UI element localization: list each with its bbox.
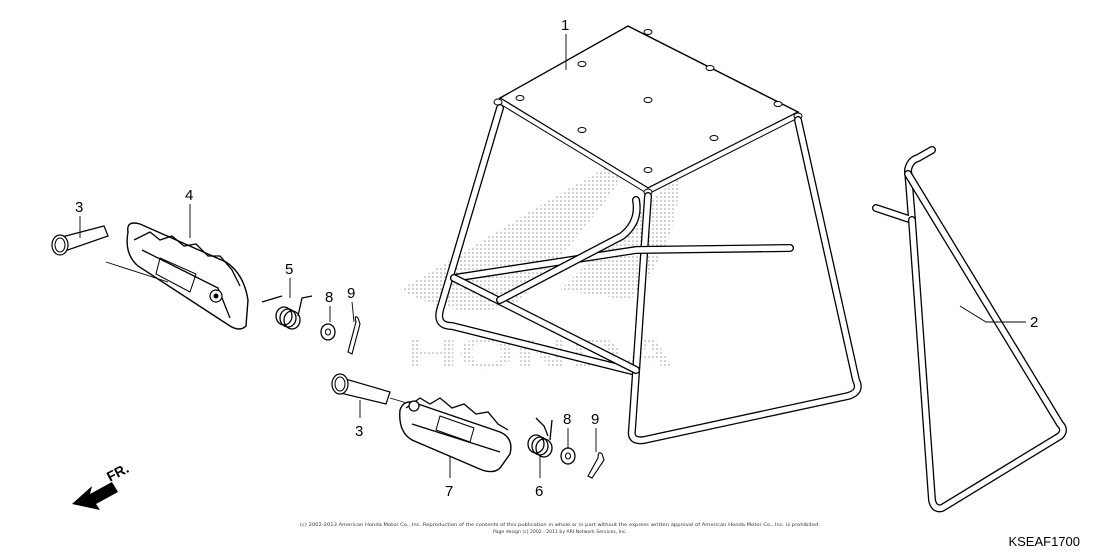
callout-9-upper: 9 — [347, 285, 355, 302]
front-arrow-icon — [72, 482, 118, 510]
stand-bolts — [493, 29, 803, 196]
front-direction-arrow: FR. — [72, 460, 131, 510]
callout-8-upper: 8 — [325, 289, 333, 306]
stand-legs — [435, 104, 862, 445]
callout-4: 4 — [185, 187, 193, 204]
part-stand — [435, 25, 862, 445]
part-spring-upper — [261, 295, 313, 330]
part-washer-upper — [320, 323, 336, 341]
stand-top-plate — [498, 25, 800, 189]
callout-5: 5 — [285, 261, 293, 278]
callout-7: 7 — [445, 483, 453, 500]
diagram-code: KSEAF1700 — [1008, 534, 1080, 549]
part-pin-lower — [331, 373, 411, 405]
part-cotter-pin-upper — [347, 316, 361, 355]
part-footpeg-upper — [105, 222, 249, 330]
callout-numbers: 1 2 3 4 5 8 9 3 7 6 8 9 — [75, 17, 1038, 500]
part-spring-lower — [527, 417, 553, 458]
callout-2: 2 — [1030, 314, 1038, 331]
part-footpeg-lower — [399, 397, 512, 473]
copyright-line-2: Page design (c) 2002 - 2011 by ARI Netwo… — [493, 529, 627, 535]
copyright-line-1: (c) 2002-2013 American Honda Motor Co., … — [300, 522, 820, 528]
callout-8-lower: 8 — [563, 411, 571, 428]
callout-6: 6 — [535, 483, 543, 500]
front-arrow-label: FR. — [104, 460, 131, 485]
part-side-stand — [872, 146, 1067, 513]
leader-lines — [79, 34, 1026, 478]
callout-3-upper: 3 — [75, 199, 83, 216]
callout-9-lower: 9 — [591, 411, 599, 428]
part-pin-upper — [51, 225, 109, 256]
part-cotter-pin-lower — [587, 452, 605, 479]
part-washer-lower — [560, 447, 576, 465]
callout-3-lower: 3 — [355, 423, 363, 440]
callout-1: 1 — [561, 17, 569, 34]
